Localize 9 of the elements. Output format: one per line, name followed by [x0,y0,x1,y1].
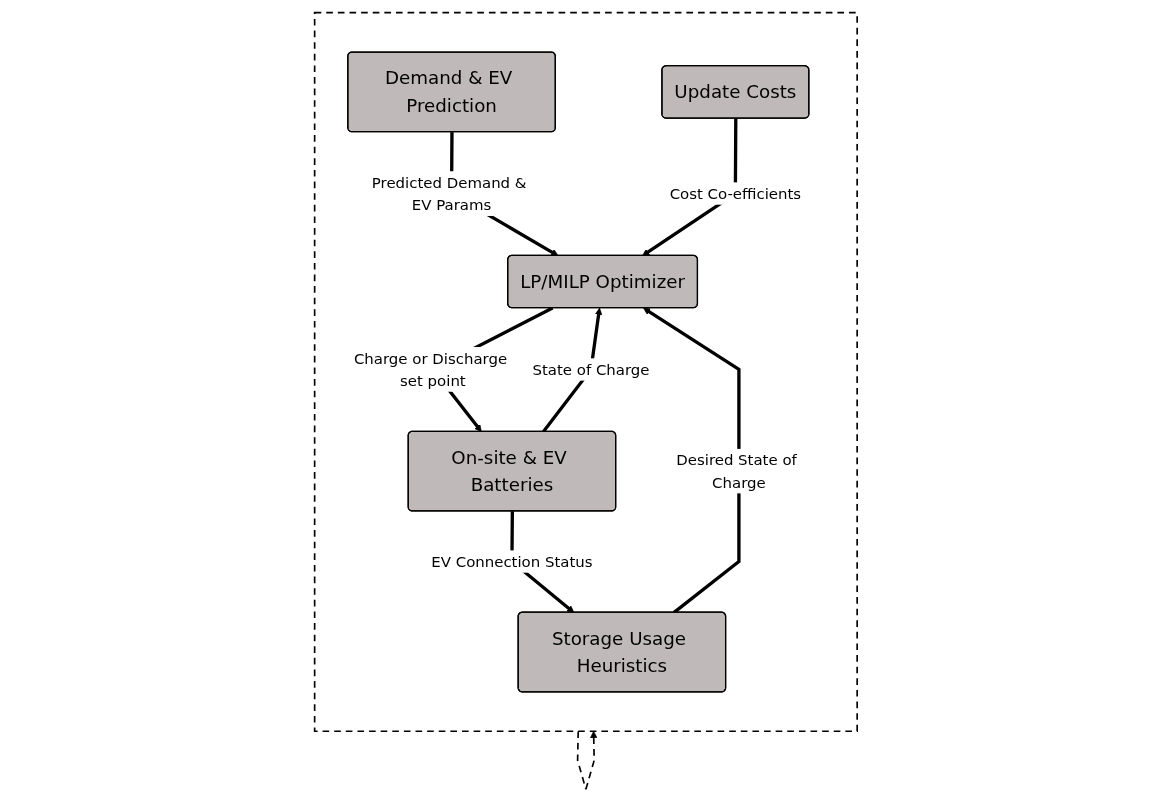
arrow [576,730,598,791]
edge-label: Charge or Discharge set point [354,349,508,390]
edge-label: State of Charge [532,360,650,379]
arrow [643,307,741,614]
edge-label: Predicted Demand & EV Params [371,173,527,214]
edge-label: Desired State of Charge [676,451,797,492]
edge-label: Cost Co-efficients [669,184,802,203]
cluster [313,11,859,733]
edge-label: EV Connection Status [431,552,593,571]
